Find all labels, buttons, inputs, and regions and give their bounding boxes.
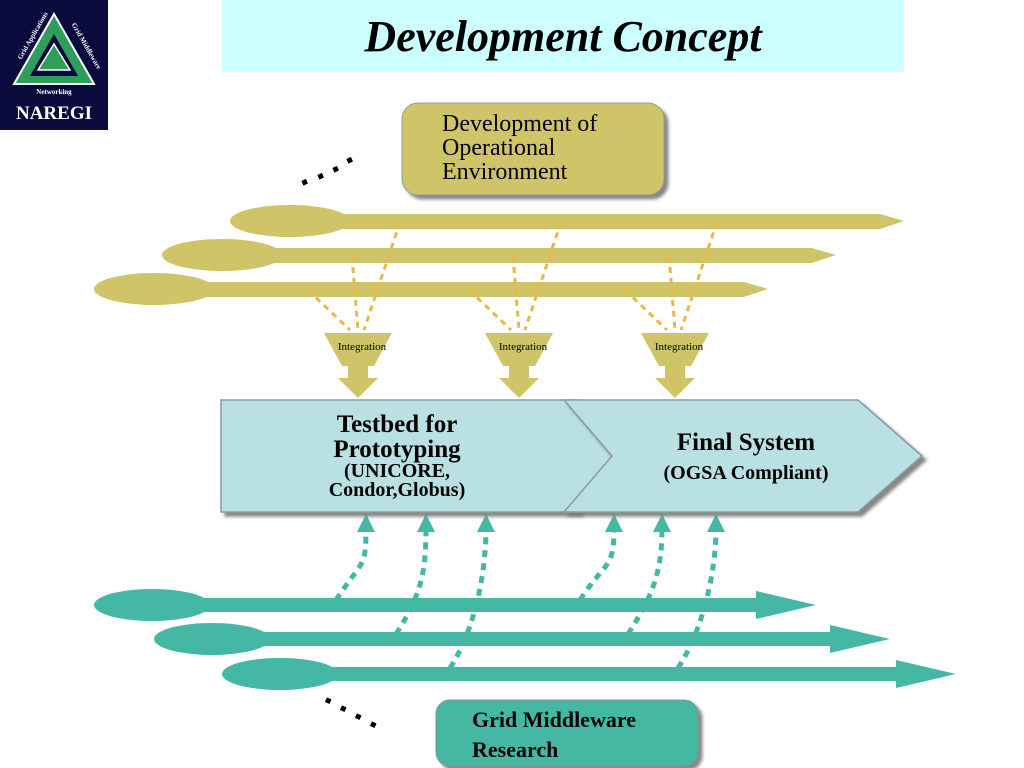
integration-funnel-2: Integration	[485, 333, 553, 398]
top-ellipsis-dots	[301, 156, 353, 186]
integration-feed-line-2-2	[511, 255, 521, 331]
research-feed-line-3	[447, 527, 489, 670]
integration-funnel-3: Integration	[641, 333, 709, 398]
final-system-sub: (OGSA Compliant)	[663, 462, 828, 484]
top-box-line-3: Environment	[442, 159, 568, 185]
integration-feed-line-3-3	[623, 288, 669, 332]
bottom-box-line-2: Research	[472, 737, 558, 762]
integration-label-1: Integration	[338, 341, 387, 353]
testbed-title-line-2: Prototyping	[333, 436, 461, 463]
teal-arrows	[94, 589, 956, 690]
grid-middleware-research-box: Grid Middleware Research	[435, 699, 699, 767]
final-system-box: Final System (OGSA Compliant)	[562, 399, 924, 513]
integration-feed-lines	[306, 221, 719, 332]
olive-arrows	[94, 205, 904, 305]
integration-feed-line-2-3	[467, 288, 513, 332]
research-feed-arrowhead-3	[477, 514, 495, 532]
teal-arrow-2	[154, 623, 890, 655]
testbed-title-line-1: Testbed for	[337, 411, 458, 438]
olive-arrow-1	[230, 205, 904, 237]
bottom-ellipsis-dots	[324, 697, 377, 728]
testbed-sub-line-1: (UNICORE,	[344, 460, 450, 482]
research-feed-arrowhead-1	[357, 514, 375, 532]
integration-feed-line-1-2	[350, 255, 360, 331]
operational-environment-box: Development of Operational Environment	[401, 102, 665, 196]
top-box-line-1: Development of	[442, 111, 597, 137]
research-feed-line-2	[393, 527, 429, 636]
logo-text-bottom: Networking	[36, 88, 72, 96]
integration-funnels: Integration Integration Integration	[324, 333, 709, 398]
research-feed-line-4	[577, 527, 617, 602]
research-feed-arrowhead-5	[653, 514, 671, 532]
slide-title: Development Concept	[364, 11, 762, 61]
research-feed-arrowhead-4	[605, 514, 623, 532]
integration-feed-line-1-1	[362, 221, 402, 331]
naregi-logo: Grid Applications Grid Middleware Networ…	[0, 0, 108, 130]
integration-feed-line-3-1	[679, 221, 719, 331]
research-feed-arrowhead-2	[417, 514, 435, 532]
integration-label-3: Integration	[655, 341, 704, 353]
integration-label-2: Integration	[499, 341, 548, 353]
olive-arrow-3	[94, 273, 768, 305]
bottom-box-line-1: Grid Middleware	[472, 707, 636, 732]
integration-funnel-1: Integration	[324, 333, 392, 398]
final-system-title: Final System	[677, 429, 815, 456]
research-feed-line-5	[625, 527, 665, 636]
teal-arrow-3	[222, 658, 956, 690]
research-feed-line-6	[675, 527, 719, 670]
integration-feed-line-1-3	[306, 288, 352, 332]
integration-feed-line-3-2	[667, 255, 677, 331]
top-box-line-2: Operational	[442, 135, 556, 161]
title-bar: Development Concept	[222, 0, 904, 72]
testbed-sub-line-2: Condor,Globus)	[329, 479, 466, 501]
teal-arrow-1	[94, 589, 816, 621]
logo-brand: NAREGI	[16, 103, 92, 124]
research-feed-line-1	[333, 527, 369, 602]
testbed-box: Testbed for Prototyping (UNICORE, Condor…	[220, 399, 613, 513]
olive-arrow-2	[162, 239, 836, 271]
research-feed-arrowhead-6	[707, 514, 725, 532]
integration-feed-line-2-1	[523, 221, 563, 331]
research-feed-lines	[333, 514, 725, 670]
